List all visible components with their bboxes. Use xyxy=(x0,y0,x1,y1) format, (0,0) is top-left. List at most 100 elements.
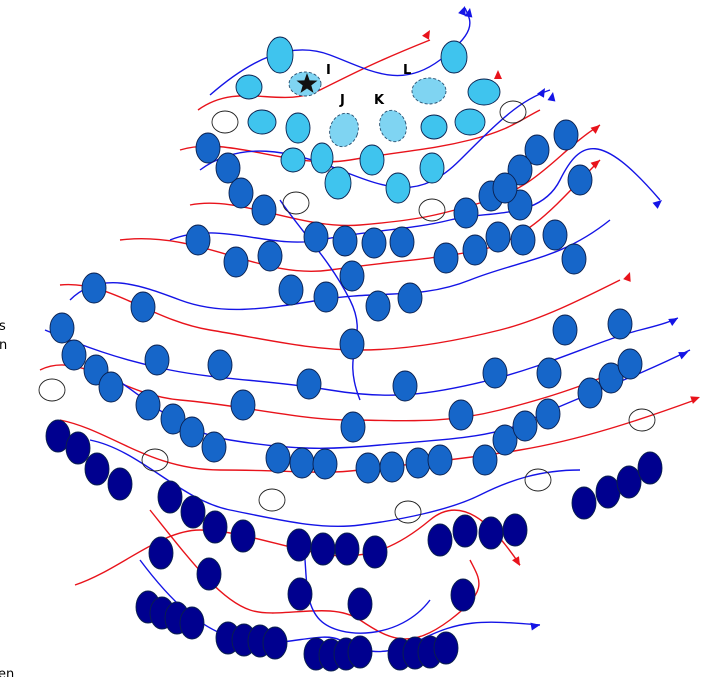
arrowhead-icon xyxy=(590,160,600,169)
open-ring xyxy=(282,191,310,215)
bead xyxy=(577,377,603,409)
bead xyxy=(285,112,311,144)
bead xyxy=(419,152,445,184)
bead xyxy=(185,224,211,256)
bead xyxy=(467,78,501,106)
bead xyxy=(482,357,508,389)
bead xyxy=(365,290,391,322)
arrowhead-icon xyxy=(494,70,502,79)
bead xyxy=(462,234,488,266)
arrowhead-icon xyxy=(590,125,600,134)
bead xyxy=(84,452,110,486)
bead xyxy=(450,578,476,612)
bead xyxy=(478,516,504,550)
bead-dashed xyxy=(411,77,447,105)
bead xyxy=(296,368,322,400)
bead xyxy=(179,416,205,448)
bead xyxy=(251,194,277,226)
bead xyxy=(230,389,256,421)
thread-red xyxy=(179,109,541,163)
bead xyxy=(339,260,365,292)
bead xyxy=(324,166,352,200)
bead xyxy=(452,514,478,548)
bead xyxy=(454,108,486,136)
bead xyxy=(552,314,578,346)
bead xyxy=(561,243,587,275)
bead xyxy=(637,451,663,485)
bead xyxy=(334,532,360,566)
thread-blue xyxy=(299,529,431,634)
bead xyxy=(347,587,373,621)
bead xyxy=(61,339,87,371)
bead xyxy=(230,519,256,553)
bead xyxy=(157,480,183,514)
open-ring xyxy=(258,488,286,512)
bead xyxy=(542,219,568,251)
bead xyxy=(81,272,107,304)
bead xyxy=(355,452,381,484)
bead xyxy=(215,152,241,184)
bead xyxy=(340,411,366,443)
open-ring xyxy=(141,448,169,472)
bead xyxy=(359,144,385,176)
bead xyxy=(440,40,468,74)
bead xyxy=(228,177,254,209)
thread-red xyxy=(119,159,601,272)
bead xyxy=(598,362,624,394)
bead xyxy=(448,399,474,431)
thread-blue xyxy=(279,199,361,401)
bead xyxy=(389,226,415,258)
bead xyxy=(310,532,336,566)
arrowhead-icon xyxy=(458,6,466,16)
bead xyxy=(135,389,161,421)
arrowhead-icon xyxy=(652,200,662,209)
thread-red xyxy=(197,39,431,111)
label-l: L xyxy=(403,63,411,78)
bead xyxy=(339,328,365,360)
bead xyxy=(571,486,597,520)
bead xyxy=(420,114,448,140)
bead xyxy=(289,447,315,479)
bead xyxy=(130,291,156,323)
bead xyxy=(361,227,387,259)
star-marker-icon xyxy=(296,73,318,93)
edge-text-n: n xyxy=(0,338,7,353)
bead xyxy=(427,523,453,557)
open-ring xyxy=(211,110,239,134)
label-k: K xyxy=(374,93,385,108)
bead xyxy=(607,308,633,340)
bead xyxy=(405,447,431,479)
bead xyxy=(492,172,518,204)
bead xyxy=(160,403,186,435)
bead xyxy=(280,147,306,173)
bead xyxy=(332,225,358,257)
bead xyxy=(287,577,313,611)
labels: I J K L s n en xyxy=(0,63,411,677)
bead xyxy=(595,475,621,509)
bead xyxy=(195,132,221,164)
label-j: J xyxy=(339,93,345,108)
bead-dashed xyxy=(379,109,407,143)
bead xyxy=(553,119,579,151)
arrowhead-icon xyxy=(547,92,556,102)
bead xyxy=(303,221,329,253)
bead xyxy=(492,424,518,456)
bead xyxy=(310,142,334,174)
arrowhead-icon xyxy=(512,556,520,566)
arrowhead-icon xyxy=(623,272,631,282)
bead xyxy=(427,444,453,476)
open-ring xyxy=(628,408,656,432)
bead xyxy=(278,274,304,306)
beads xyxy=(45,36,663,672)
arrowhead-icon xyxy=(690,396,700,404)
bead xyxy=(180,495,206,529)
bead xyxy=(433,242,459,274)
bead xyxy=(202,510,228,544)
bead xyxy=(257,240,283,272)
bead xyxy=(65,431,91,465)
arrowhead-icon xyxy=(530,622,540,631)
bead xyxy=(235,74,263,100)
open-ring xyxy=(418,198,446,222)
bead xyxy=(392,370,418,402)
bead xyxy=(49,312,75,344)
